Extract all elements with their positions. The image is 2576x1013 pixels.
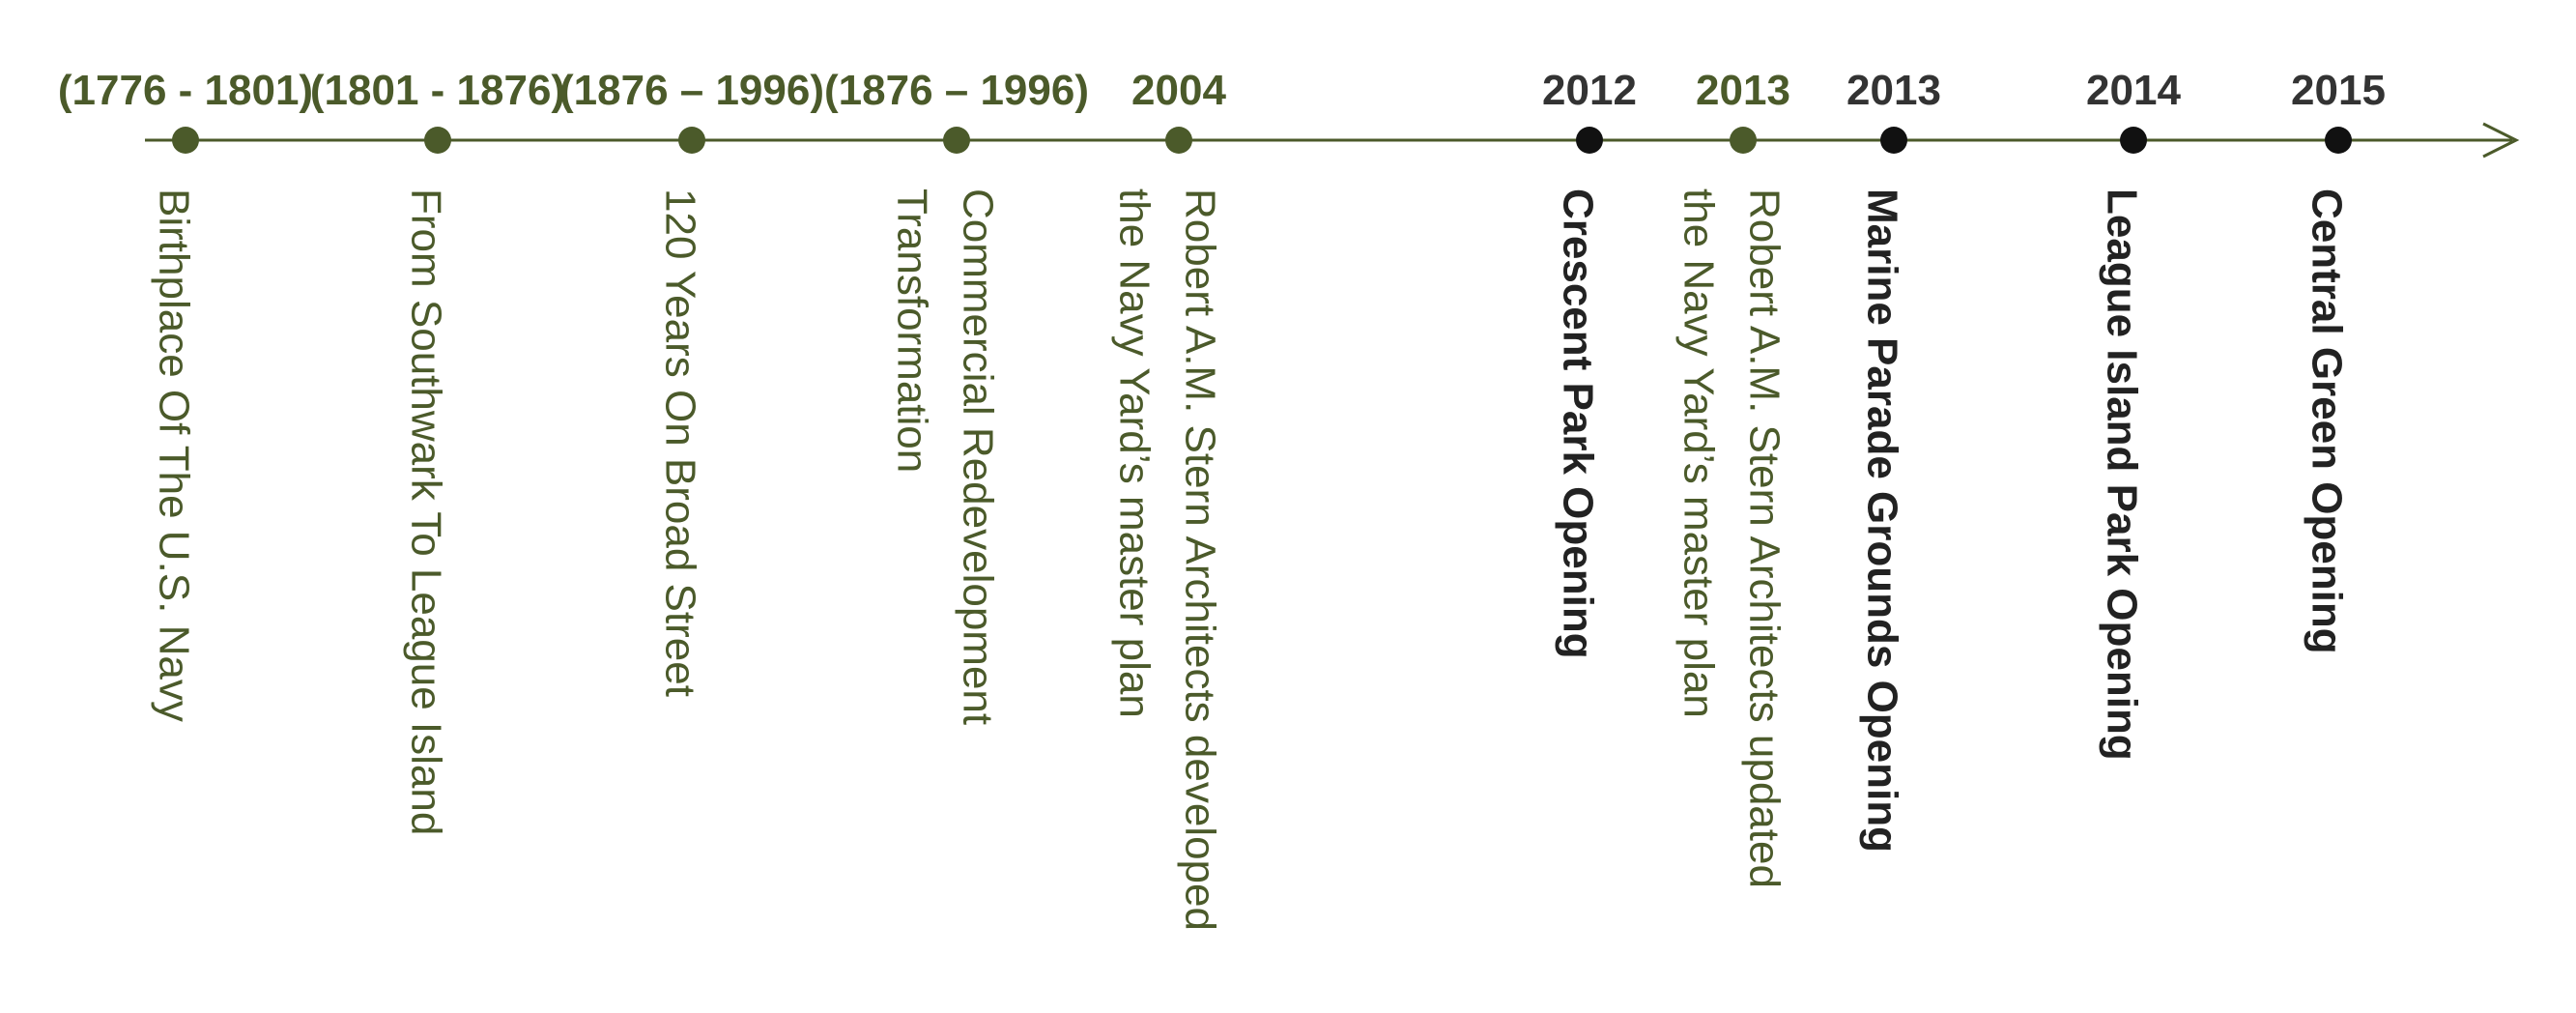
event-date-label: 2004 xyxy=(1131,67,1226,114)
timeline-arrow-head xyxy=(2482,122,2520,159)
timeline-marker-dot xyxy=(424,127,451,154)
timeline-marker-dot xyxy=(2325,127,2352,154)
timeline-marker-dot xyxy=(943,127,970,154)
timeline-marker-dot xyxy=(1730,127,1757,154)
event-description-label: the Navy Yard’s master plan xyxy=(1674,188,1722,718)
event-description-label: the Navy Yard’s master plan xyxy=(1110,188,1158,718)
timeline-marker-dot xyxy=(1576,127,1603,154)
event-description-label: Robert A.M. Stern Architects updated xyxy=(1740,188,1788,888)
event-description-label: Commercial Redevelopment xyxy=(954,188,1001,725)
event-date-label: 2014 xyxy=(2086,67,2181,114)
event-date-label: 2013 xyxy=(1696,67,1790,114)
event-date-label: (1876 – 1996) xyxy=(559,67,824,114)
event-description-label: Transformation xyxy=(888,188,935,473)
event-date-label: (1776 - 1801) xyxy=(58,67,313,114)
event-description-label: Crescent Park Opening xyxy=(1554,188,1601,659)
timeline-marker-dot xyxy=(2120,127,2147,154)
event-description-label: Central Green Opening xyxy=(2303,188,2350,654)
timeline-marker-dot xyxy=(1165,127,1192,154)
event-date-label: (1876 – 1996) xyxy=(824,67,1089,114)
event-description-label: Marine Parade Grounds Opening xyxy=(1858,188,1905,853)
event-date-label: 2015 xyxy=(2291,67,2386,114)
timeline-marker-dot xyxy=(1880,127,1907,154)
timeline-marker-dot xyxy=(172,127,199,154)
event-description-label: Birthplace Of The U.S. Navy xyxy=(150,188,197,722)
event-description-label: From Southwark To League Island xyxy=(402,188,449,835)
timeline-marker-dot xyxy=(678,127,705,154)
event-description-label: 120 Years On Broad Street xyxy=(656,188,703,697)
event-description-label: League Island Park Opening xyxy=(2098,188,2145,761)
timeline-markers: (1776 - 1801) Birthplace Of The U.S. Navy… xyxy=(58,67,2386,931)
event-date-label: 2013 xyxy=(1846,67,1941,114)
event-description-label: Robert A.M. Stern Architects developed xyxy=(1176,188,1223,931)
event-date-label: 2012 xyxy=(1542,67,1637,114)
event-date-label: (1801 - 1876) xyxy=(310,67,565,114)
